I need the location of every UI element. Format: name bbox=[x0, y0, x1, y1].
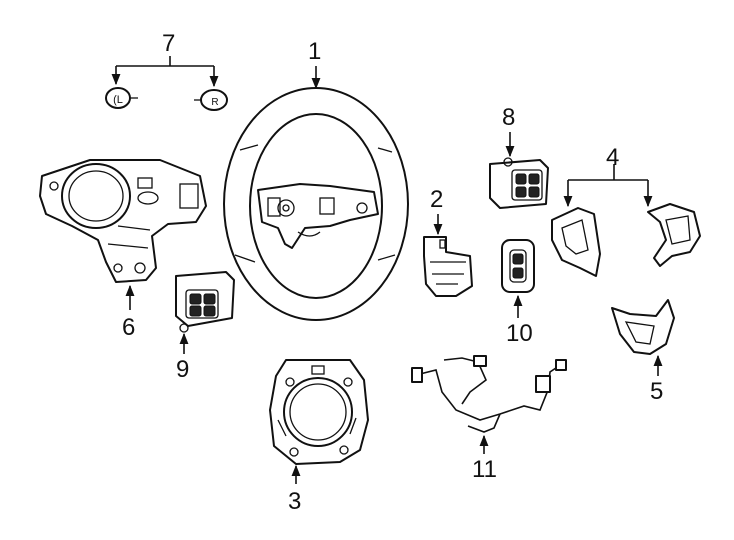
svg-text:(L: (L bbox=[113, 94, 123, 106]
wiring-harness bbox=[411, 355, 567, 433]
callout-2: 2 bbox=[430, 186, 444, 213]
lower-bezel bbox=[611, 299, 675, 355]
callout-11: 11 bbox=[472, 456, 497, 483]
steering-wheel bbox=[223, 87, 409, 321]
switch-module-upper bbox=[489, 157, 549, 209]
small-switch bbox=[501, 239, 535, 293]
clock-spring bbox=[269, 359, 369, 465]
leader-lines bbox=[111, 56, 663, 484]
switch-bracket bbox=[423, 236, 473, 297]
switch-module-lower bbox=[175, 271, 235, 333]
callout-5: 5 bbox=[650, 378, 664, 405]
callout-7: 7 bbox=[162, 30, 176, 57]
callout-1: 1 bbox=[308, 38, 322, 65]
callout-10: 10 bbox=[506, 320, 533, 347]
callout-9: 9 bbox=[176, 356, 190, 383]
callout-8: 8 bbox=[502, 104, 516, 131]
bezel-right bbox=[647, 203, 701, 267]
callout-3: 3 bbox=[288, 488, 302, 515]
switch-pair: (L R bbox=[105, 87, 228, 111]
callout-4: 4 bbox=[606, 144, 620, 171]
callout-6: 6 bbox=[122, 314, 136, 341]
svg-text:R: R bbox=[211, 97, 218, 108]
rear-cover bbox=[39, 159, 207, 283]
bezel-left bbox=[551, 207, 601, 277]
